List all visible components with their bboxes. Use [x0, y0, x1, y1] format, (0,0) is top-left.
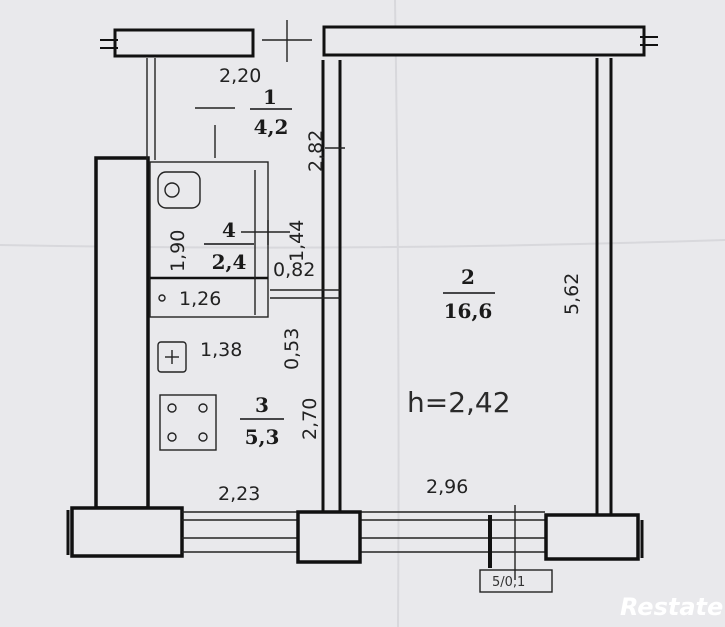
room-1-number: 1	[263, 85, 277, 109]
dim-0-53: 0,53	[281, 328, 303, 370]
room-2-number: 2	[461, 265, 475, 289]
paper-fold-2	[394, 0, 400, 627]
dim-2-96: 2,96	[426, 476, 468, 498]
room-3-number: 3	[255, 393, 269, 417]
stamp-text: 5/0,1	[492, 575, 525, 590]
ceiling-height-label: h=2,42	[407, 386, 511, 419]
sink-icon	[158, 294, 166, 302]
dim-1-44: 1,44	[286, 220, 308, 262]
room-2-area: 16,6	[444, 299, 493, 323]
dim-1-38: 1,38	[200, 339, 242, 361]
room-1-area: 4,2	[254, 115, 289, 139]
sink-basin-icon	[157, 341, 187, 373]
stamp-box	[479, 569, 553, 593]
stove-icon	[159, 394, 217, 451]
dim-1-90: 1,90	[167, 230, 189, 272]
dim-5-62: 5,62	[561, 273, 583, 315]
dim-2-70: 2,70	[299, 398, 321, 440]
watermark-logo: Restate	[620, 593, 723, 621]
dim-0-82: 0,82	[273, 259, 315, 281]
toilet-icon	[157, 171, 201, 209]
room-4-area: 2,4	[212, 250, 247, 274]
dim-2-82: 2,82	[305, 130, 327, 172]
bottom-wall	[182, 505, 644, 580]
left-wall	[66, 156, 184, 558]
room-3-area: 5,3	[245, 425, 280, 449]
dim-2-23: 2,23	[218, 483, 260, 505]
room-4-number: 4	[222, 218, 236, 242]
dim-2-20: 2,20	[219, 65, 261, 87]
dim-1-26: 1,26	[179, 288, 221, 310]
top-wall	[100, 25, 658, 58]
toilet-bowl-icon	[164, 182, 180, 198]
